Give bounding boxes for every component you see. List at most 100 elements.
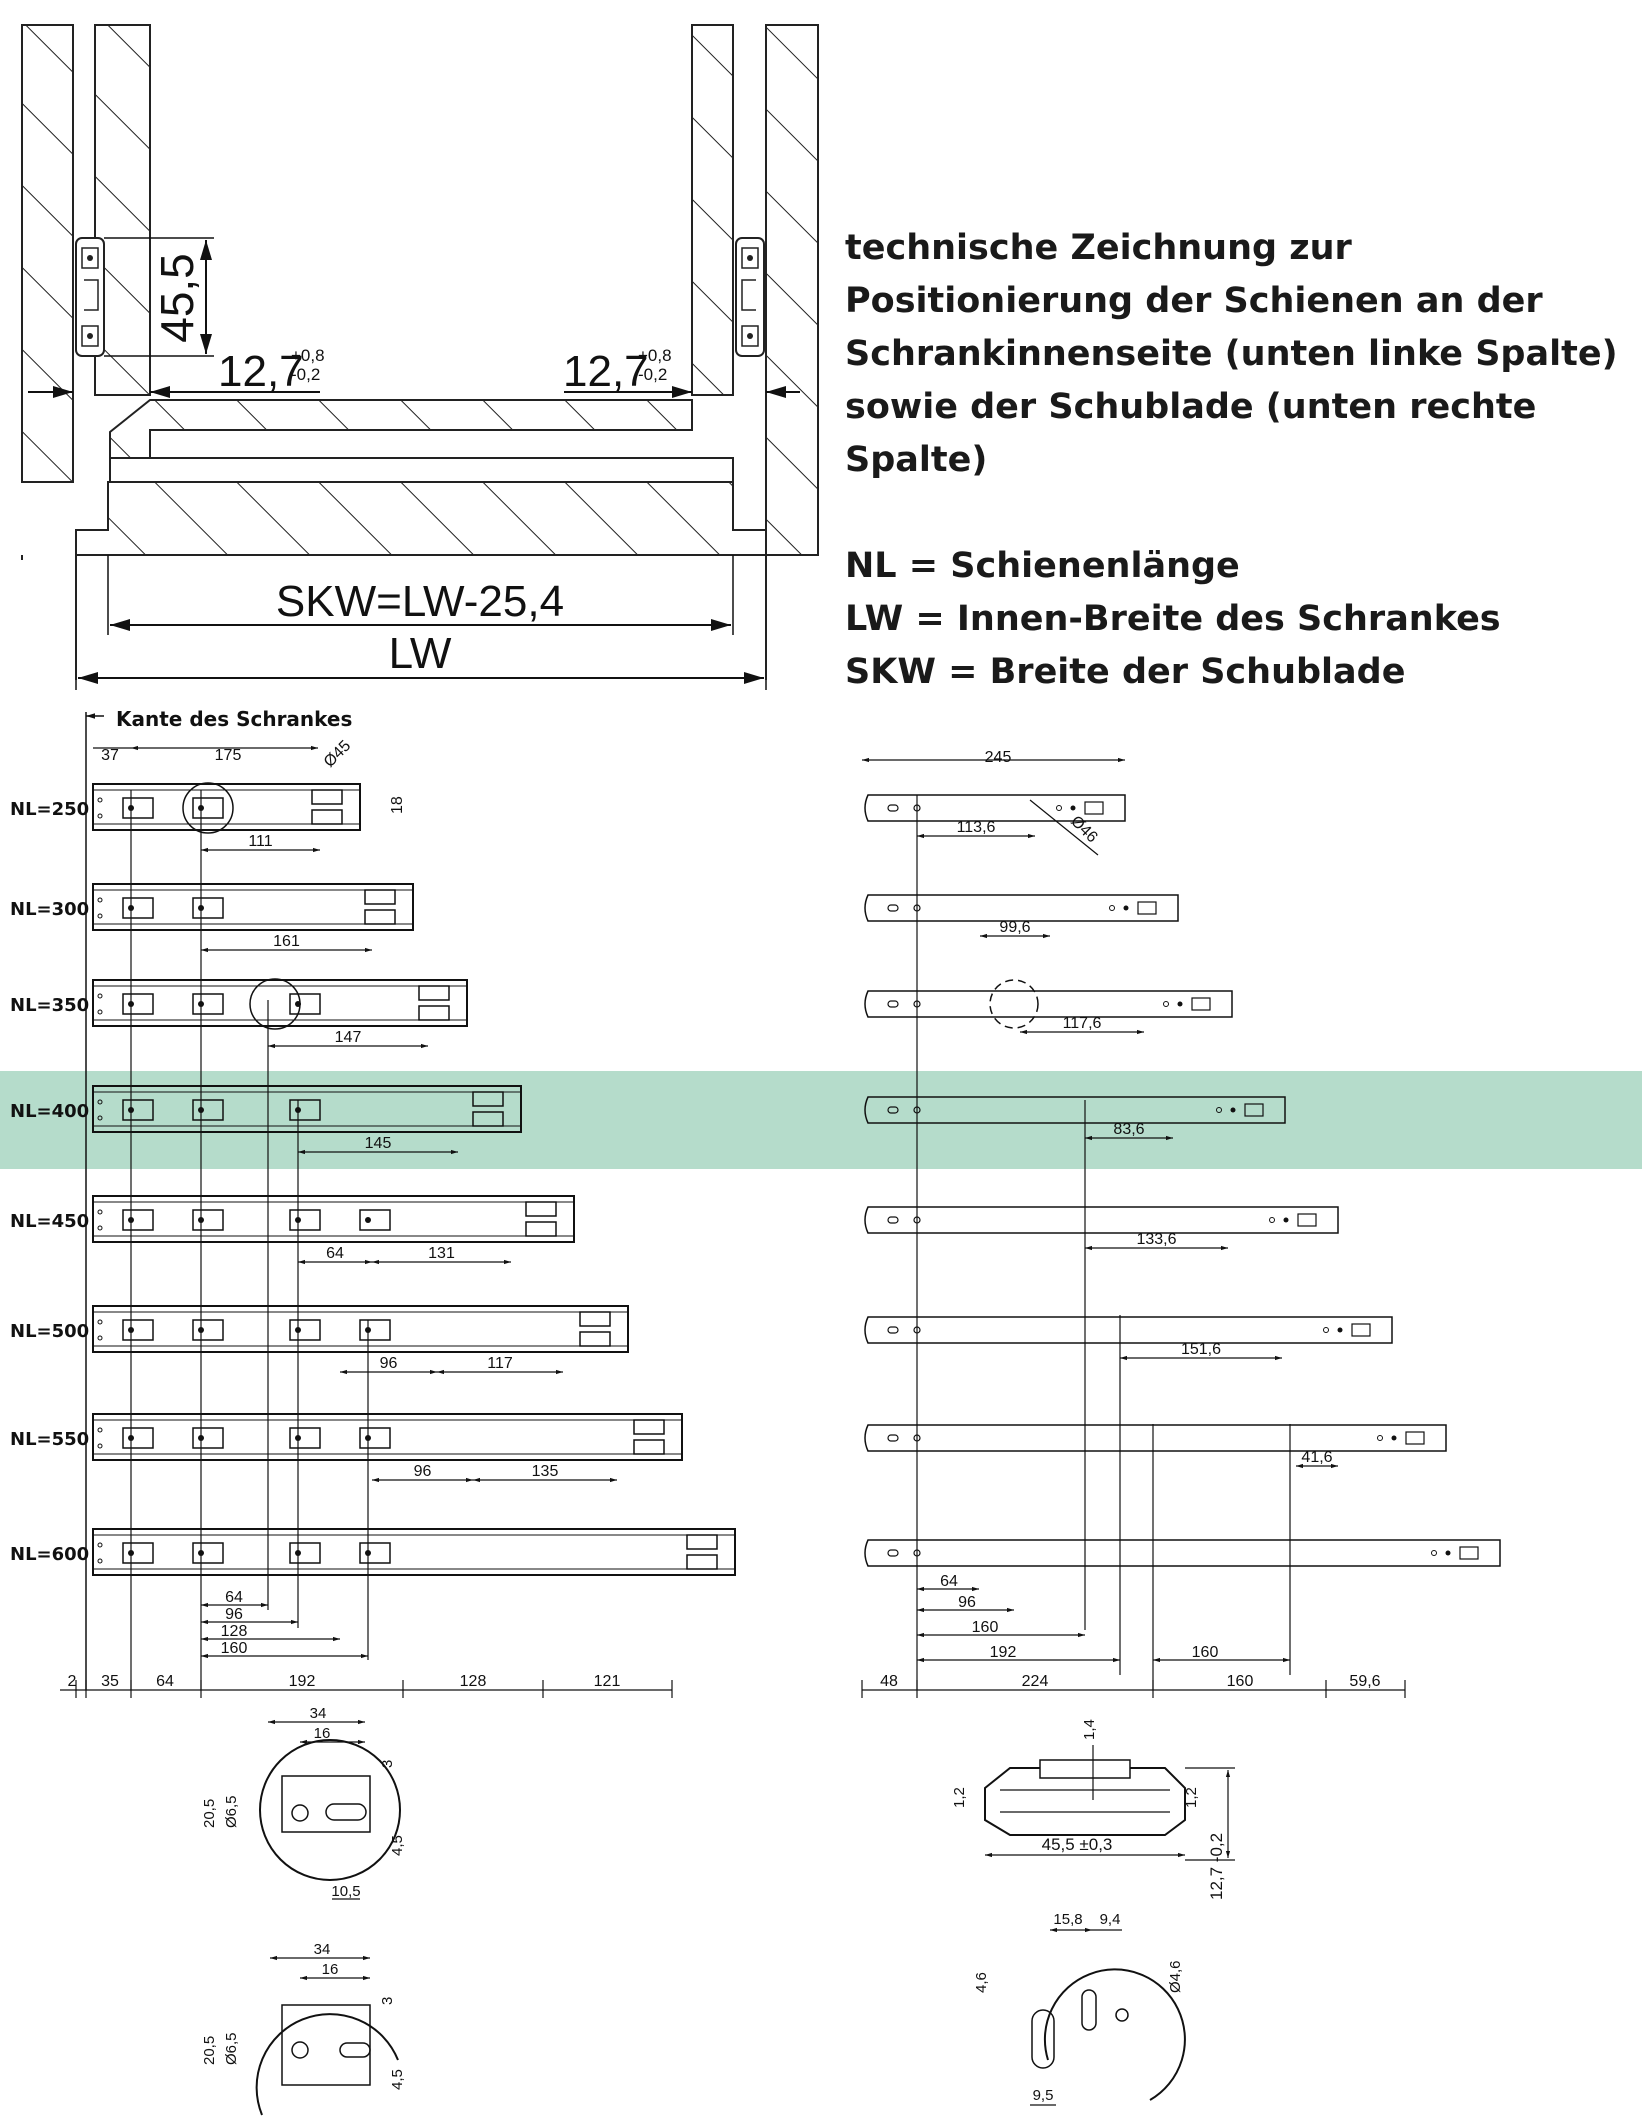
bottom-chain-value: 2 bbox=[68, 1673, 77, 1690]
drawer-dim-value: 151,6 bbox=[1181, 1341, 1221, 1358]
rail-dot bbox=[97, 897, 103, 903]
detail-c-d4-6: Ø4,6 bbox=[1167, 1960, 1184, 1993]
mount-hole bbox=[128, 805, 134, 811]
drawer-clip bbox=[1297, 1213, 1317, 1227]
mount-hole bbox=[128, 1327, 134, 1333]
gap-right-value: 12,7 bbox=[563, 347, 649, 396]
right-cabinet-wall bbox=[765, 24, 819, 556]
end-clip bbox=[311, 789, 343, 805]
detail-a-3: 3 bbox=[379, 1760, 396, 1768]
end-clip bbox=[525, 1201, 557, 1217]
rail-dot bbox=[97, 1209, 103, 1215]
mount-hole bbox=[365, 1550, 371, 1556]
mount-hole bbox=[128, 1107, 134, 1113]
profile-width-dim: 45,5 ±0,3 bbox=[1042, 1835, 1113, 1854]
end-clip bbox=[364, 889, 396, 905]
legend-panel: technische Zeichnung zur Positionierung … bbox=[845, 222, 1625, 699]
highlight-band-nl400 bbox=[0, 1071, 1642, 1169]
right-slide bbox=[735, 237, 765, 357]
stack-dim-value: 160 bbox=[221, 1640, 248, 1657]
mount-hole bbox=[295, 1217, 301, 1223]
rail-dot bbox=[97, 1319, 103, 1325]
left-cabinet-wall bbox=[21, 24, 74, 483]
rail-body bbox=[92, 1195, 575, 1243]
mount-hole bbox=[295, 1435, 301, 1441]
end-clip bbox=[579, 1331, 611, 1347]
rail-length-label: NL=500 bbox=[10, 1321, 89, 1342]
top-dim-175: 175 bbox=[215, 747, 242, 764]
detail-c: 15,8 9,4 4,6 Ø4,6 9,5 bbox=[973, 1911, 1186, 2106]
drawer-dim-value: 117,6 bbox=[1063, 1015, 1102, 1032]
right-drawer-wall bbox=[691, 24, 734, 396]
end-clip bbox=[364, 909, 396, 925]
outline-lines bbox=[21, 530, 767, 680]
drawer-clip bbox=[1137, 901, 1157, 915]
drawer-rail-body bbox=[864, 1206, 1339, 1234]
rail-dim-value: 64 bbox=[326, 1245, 344, 1262]
mount-hole bbox=[128, 905, 134, 911]
rail-dot bbox=[97, 1335, 103, 1341]
stack-dim-value: 96 bbox=[225, 1606, 243, 1623]
drawer-bottom bbox=[109, 399, 693, 459]
rail-length-label: NL=600 bbox=[10, 1544, 89, 1565]
detail-c-15-8: 15,8 bbox=[1053, 1911, 1082, 1928]
drawer-slot bbox=[887, 904, 899, 912]
detail-marker bbox=[989, 979, 1039, 1029]
detail-a-10-5: 10,5 bbox=[331, 1883, 360, 1900]
rail-body bbox=[92, 783, 361, 831]
left-rail-8: NL=600 bbox=[10, 1528, 736, 1576]
drawer-dot bbox=[1177, 1001, 1183, 1007]
rail-body bbox=[92, 1413, 683, 1461]
profile-top-dim: 1,4 bbox=[1081, 1719, 1098, 1740]
detail-b-34: 34 bbox=[314, 1941, 331, 1958]
mount-slot bbox=[192, 1427, 224, 1449]
drawer-dim-value: 41,6 bbox=[1301, 1449, 1332, 1466]
drawer-slot bbox=[887, 804, 899, 812]
detail-a-16: 16 bbox=[314, 1725, 331, 1742]
mount-hole bbox=[198, 1107, 204, 1113]
drawer-stack-value: 64 bbox=[940, 1573, 958, 1590]
drawer-hole bbox=[913, 1549, 921, 1557]
right-top-dim-hole: Ø46 bbox=[1067, 813, 1100, 846]
drawer-stack-value: 160 bbox=[1192, 1644, 1219, 1661]
rail-dim-value: 135 bbox=[532, 1463, 559, 1480]
rail-dim-value: 161 bbox=[273, 933, 300, 950]
rail-dot bbox=[97, 797, 103, 803]
bottom-gap bbox=[109, 457, 734, 483]
right-top-dim-245: 245 bbox=[985, 749, 1012, 766]
gap-right-tol-minus: -0,2 bbox=[638, 365, 667, 384]
detail-b-4-5: 4,5 bbox=[389, 2069, 406, 2090]
drawer-bottom-value: 224 bbox=[1022, 1673, 1049, 1690]
mount-slot bbox=[192, 1209, 224, 1231]
detail-c-4-6: 4,6 bbox=[973, 1972, 990, 1993]
rail-body bbox=[92, 1528, 736, 1576]
skw-formula-label: SKW=LW-25,4 bbox=[276, 577, 564, 626]
drawer-slot bbox=[887, 1106, 899, 1114]
profile-height-dim: 12,7 -0,2 bbox=[1207, 1833, 1226, 1900]
rail-body bbox=[92, 1085, 522, 1133]
right-rail-5: 133,6 bbox=[864, 1206, 1339, 1251]
right-rail-4: 83,6 bbox=[864, 1096, 1286, 1141]
detail-marker bbox=[249, 978, 301, 1030]
right-rail-2: 99,6 bbox=[864, 894, 1179, 939]
mount-slot bbox=[359, 1542, 391, 1564]
mount-slot bbox=[122, 1099, 154, 1121]
right-rail-1: 113,6 bbox=[864, 794, 1126, 839]
height-dim-label: 45,5 bbox=[151, 253, 203, 343]
right-rail-8 bbox=[864, 1539, 1501, 1567]
mount-slot bbox=[122, 897, 154, 919]
bottom-chain-value: 192 bbox=[289, 1673, 316, 1690]
drawer-dot bbox=[1056, 805, 1062, 811]
end-clip bbox=[633, 1419, 665, 1435]
rail-length-label: NL=400 bbox=[10, 1101, 89, 1122]
legend-def-lw: LW = Innen-Breite des Schrankes bbox=[845, 599, 1501, 639]
end-clip bbox=[686, 1554, 718, 1570]
drawer-clip bbox=[1084, 801, 1104, 815]
mount-hole bbox=[365, 1217, 371, 1223]
detail-a-4-5: 4,5 bbox=[389, 1835, 406, 1856]
rail-dot bbox=[97, 813, 103, 819]
mount-slot bbox=[122, 1542, 154, 1564]
end-clip bbox=[418, 1005, 450, 1021]
